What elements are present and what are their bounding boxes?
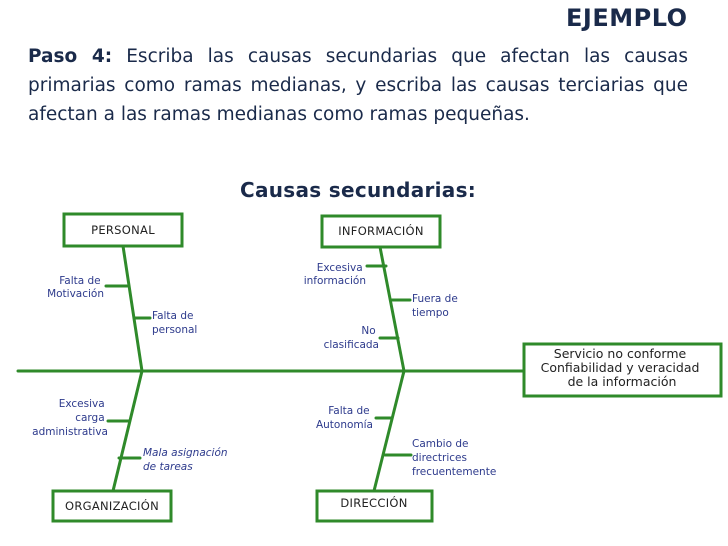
cause-line: No — [361, 325, 375, 337]
cause-line: Excesiva — [317, 262, 363, 274]
secondary-causes-heading: Causas secundarias: — [240, 178, 477, 202]
category-label-direccion: DIRECCIÓN — [340, 495, 407, 510]
effect-line: de la información — [568, 374, 677, 389]
cause-line: clasificada — [324, 339, 379, 351]
cause-line: Fuera de — [412, 293, 458, 305]
step-label: Paso 4: — [28, 46, 113, 67]
cause-line: Falta de — [328, 405, 369, 417]
cause-line: directrices — [412, 452, 467, 464]
cause-excesiva-carga: Excesiva carga administrativa — [32, 398, 108, 438]
cause-line: Excesiva — [59, 398, 105, 410]
effect-label: Servicio no conforme Confiabilidad y ver… — [541, 346, 704, 389]
effect-line: Confiabilidad y veracidad — [541, 360, 700, 375]
category-label-informacion: INFORMACIÓN — [338, 223, 424, 238]
branch-direccion — [372, 369, 406, 493]
example-title: EJEMPLO — [566, 4, 688, 32]
cause-line: administrativa — [32, 426, 108, 438]
cause-falta-personal: Falta de personal — [152, 310, 197, 336]
cause-line: de tareas — [143, 461, 193, 473]
category-label-organizacion: ORGANIZACIÓN — [65, 498, 159, 513]
cause-line: Motivación — [47, 288, 104, 300]
category-box-personal — [62, 212, 184, 248]
cause-no-clasificada: No clasificada — [324, 325, 379, 351]
cause-line: Cambio de — [412, 438, 468, 450]
effect-box — [522, 342, 723, 398]
cause-line: Falta de — [59, 275, 100, 287]
cause-line: tiempo — [412, 307, 449, 319]
cause-line: carga — [75, 412, 104, 424]
step-text: Escriba las causas secundarias que afect… — [28, 46, 688, 125]
instructions-paragraph: Paso 4: Escriba las causas secundarias q… — [28, 42, 688, 129]
category-box-direccion — [315, 489, 434, 523]
branch-organizacion — [111, 369, 144, 493]
cause-line: Autonomía — [316, 419, 373, 431]
cause-falta-motivacion: Falta de Motivación — [47, 275, 104, 300]
category-label-personal: PERSONAL — [91, 223, 155, 237]
category-box-organizacion — [51, 489, 173, 523]
cause-fuera-tiempo: Fuera de tiempo — [412, 293, 461, 319]
cause-line: frecuentemente — [412, 466, 496, 478]
cause-falta-autonomia: Falta de Autonomía — [316, 405, 373, 431]
branch-informacion — [378, 245, 406, 373]
cause-cambio-directrices: Cambio de directrices frecuentemente — [412, 438, 496, 478]
branch-personal — [121, 244, 144, 373]
cause-line: personal — [152, 324, 197, 336]
cause-line: información — [304, 275, 366, 287]
cause-line: Falta de — [152, 310, 193, 322]
category-box-informacion — [320, 214, 442, 249]
cause-line: Mala asignación — [143, 447, 228, 459]
cause-excesiva-informacion: Excesiva información — [304, 262, 366, 287]
effect-line: Servicio no conforme — [554, 346, 687, 361]
cause-mala-asignacion: Mala asignación de tareas — [143, 447, 231, 473]
